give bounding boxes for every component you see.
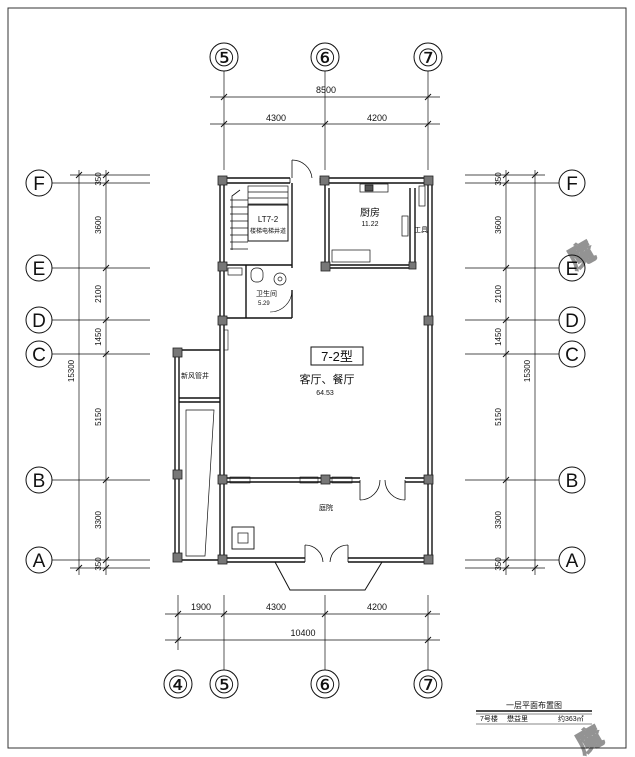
living-dining-label: 客厅、餐厅 xyxy=(300,372,355,386)
dim-top-total: 8500 xyxy=(316,85,336,95)
dim-right-row-6: 3300 xyxy=(494,511,503,529)
dim-top-seg1: 4300 xyxy=(266,113,286,123)
bathroom-fixtures xyxy=(227,267,293,313)
dim-left-row-7: 350 xyxy=(94,557,103,571)
dim-left-total: 15300 xyxy=(67,359,76,382)
total-area: 约363㎡ xyxy=(558,714,584,723)
living-dining-area: 64.53 xyxy=(316,390,334,397)
dim-left-row-1: 350 xyxy=(94,172,103,186)
axis-right-A: A xyxy=(566,551,579,572)
svg-text:魔: 魔 xyxy=(571,721,609,757)
axis-left-A: A xyxy=(33,551,46,572)
dim-right-total: 15300 xyxy=(523,359,532,382)
dim-bottom-total: 10400 xyxy=(290,628,315,638)
dim-right-row-3: 2100 xyxy=(494,285,503,303)
dim-left-row-5: 5150 xyxy=(94,408,103,426)
left-wing-ramp xyxy=(185,409,215,557)
axis-bottom-4: ④ xyxy=(167,672,189,699)
axis-left-D: D xyxy=(32,311,46,332)
bathroom-label: 卫生间 xyxy=(256,289,277,298)
title-block: 一层平面布置图 7号楼 懋益里 约363㎡ xyxy=(476,700,592,725)
dim-left-row-6: 3300 xyxy=(94,511,103,529)
dim-bottom-seg2: 4200 xyxy=(367,602,387,612)
dim-right-row-5: 5150 xyxy=(494,408,503,426)
building-walls xyxy=(174,177,433,563)
kitchen-area: 11.22 xyxy=(362,221,379,228)
yard-planter xyxy=(231,526,255,550)
kitchen-fixtures xyxy=(331,183,426,263)
north-door xyxy=(289,159,321,183)
axis-right-C: C xyxy=(565,345,579,366)
bottom-axis-bubbles: ④ ⑤ ⑥ ⑦ xyxy=(163,669,443,699)
patio-double-door xyxy=(359,479,406,501)
south-entrance xyxy=(274,544,383,591)
drawing-frame xyxy=(7,7,627,749)
left-row-axes: F E D C B A xyxy=(25,169,53,574)
axis-bottom-6: ⑥ xyxy=(314,672,336,699)
stair-tag-line2: 楼梯电梯井道 xyxy=(250,227,286,235)
axis-left-F: F xyxy=(33,174,45,195)
axis-bottom-5: ⑤ xyxy=(213,672,235,699)
unit-type-label: 7-2型 xyxy=(321,349,353,364)
dim-right-row-7: 350 xyxy=(494,557,503,571)
axis-top-6: ⑥ xyxy=(314,45,336,72)
dim-left-row-2: 3600 xyxy=(94,216,103,234)
tool-room-label: 工具 xyxy=(414,226,428,234)
stair-elevator-shaft xyxy=(230,185,289,250)
axis-right-B: B xyxy=(566,471,579,492)
structural-columns xyxy=(172,175,434,565)
project-name: 懋益里 xyxy=(507,714,528,723)
dim-left-row-4: 1450 xyxy=(94,328,103,346)
dim-right-row-4: 1450 xyxy=(494,328,503,346)
bathroom-area: 5.29 xyxy=(258,301,270,307)
axis-bottom-7: ⑦ xyxy=(417,672,439,699)
axis-right-E: E xyxy=(566,259,579,280)
yard-label: 庭院 xyxy=(319,503,333,512)
dim-left-row-3: 2100 xyxy=(94,285,103,303)
dim-right-row-2: 3600 xyxy=(494,216,503,234)
right-row-axes: F E D C B A xyxy=(558,169,586,574)
kitchen-label: 厨房 xyxy=(360,206,380,219)
fresh-air-shaft-label: 新风管井 xyxy=(181,371,209,380)
dim-bottom-seg0: 1900 xyxy=(191,602,211,612)
dim-bottom-seg1: 4300 xyxy=(266,602,286,612)
axis-left-E: E xyxy=(33,259,46,280)
axis-right-D: D xyxy=(565,311,579,332)
building-number: 7号楼 xyxy=(480,714,498,723)
axis-left-C: C xyxy=(32,345,46,366)
axis-right-F: F xyxy=(566,174,578,195)
top-axis-bubbles: ⑤ ⑥ ⑦ xyxy=(209,42,443,72)
axis-left-B: B xyxy=(33,471,46,492)
dim-right-row-1: 350 xyxy=(494,172,503,186)
unit-type-box xyxy=(310,346,364,366)
axis-top-5: ⑤ xyxy=(213,45,235,72)
dim-top-seg2: 4200 xyxy=(367,113,387,123)
stair-tag-line1: LT7-2 xyxy=(258,215,279,224)
axis-top-7: ⑦ xyxy=(417,45,439,72)
drawing-title: 一层平面布置图 xyxy=(506,700,562,710)
